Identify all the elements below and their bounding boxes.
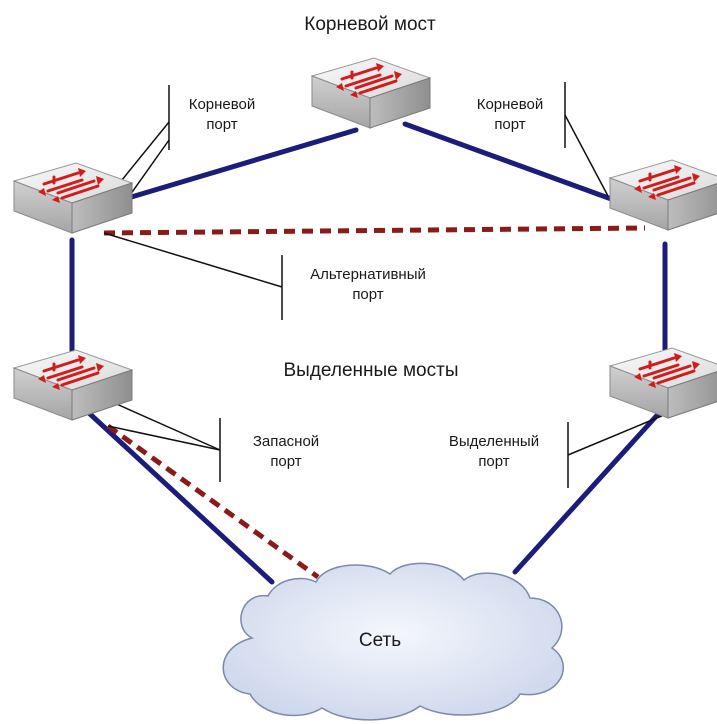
left-bottom-switch-icon [12,348,134,422]
backup-port-line1: Запасной [252,433,320,450]
network-cloud [222,562,564,721]
right-top-switch-icon [608,158,717,232]
right-bottom-switch-icon [608,346,717,420]
blocked-link-alternate [103,225,646,236]
root-port-left-line2: порт [206,116,238,134]
designated-port-label: Выделенный порт [428,432,560,473]
blocked-links [103,225,646,580]
callout-backup-b [111,401,221,451]
alternate-port-label: Альтернативный порт [288,265,448,306]
alternate-port-line2: порт [352,286,384,304]
backup-port-line2: порт [270,453,302,471]
designated-port-line1: Выделенный [448,433,540,450]
link-left-bottom-to-network [87,411,275,585]
link-root-to-right-top [402,121,617,203]
callouts [99,82,665,488]
root-port-left-label: Корневой порт [172,95,272,136]
backup-port-label: Запасной порт [236,432,336,473]
root-port-right-label: Корневой порт [458,95,562,136]
left-top-switch-icon [12,161,134,235]
designated-bridges-title: Выделенные мосты [283,360,459,381]
link-right-bottom-to-network [512,409,663,575]
root-port-right-line1: Корневой [476,96,544,113]
callout-backup-a [107,425,221,451]
designated-port-line2: порт [478,453,510,471]
root-bridge-title: Корневой мост [304,14,436,35]
link-root-to-left-top [125,127,359,201]
callout-designated [567,414,665,456]
callout-alternate [103,232,283,288]
blocked-link-backup [106,423,320,580]
alternate-port-line1: Альтернативный [310,266,426,283]
root-port-left-line1: Корневой [188,96,256,113]
callout-root-right [564,114,609,197]
network-label: Сеть [358,630,402,651]
active-links [69,121,668,585]
root-port-right-line2: порт [494,116,526,134]
root-bridge-switch-icon [310,56,432,130]
